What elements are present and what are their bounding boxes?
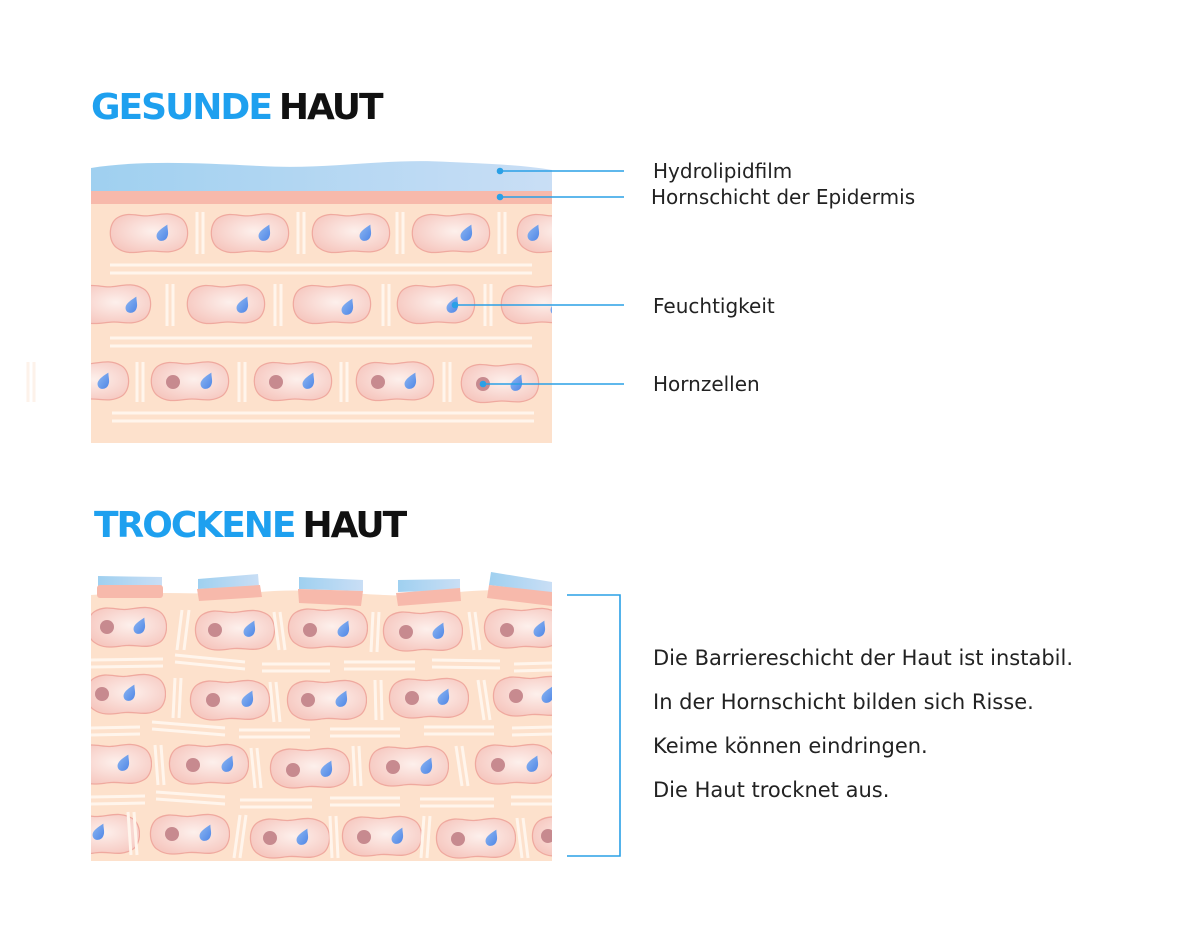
dry-title-dark: HAUT bbox=[302, 505, 408, 546]
label-hornschicht: Hornschicht der Epidermis bbox=[651, 185, 916, 209]
healthy-skin-illustration bbox=[91, 161, 552, 443]
healthy-title-dark: HAUT bbox=[278, 87, 384, 128]
stray-marks bbox=[26, 362, 36, 402]
dry-statement-1: Die Barriereschicht der Haut ist instabi… bbox=[653, 646, 1073, 670]
dry-skin-illustration bbox=[91, 572, 552, 861]
dry-title-accent: TROCKENE bbox=[94, 505, 297, 546]
label-feuchtigkeit: Feuchtigkeit bbox=[653, 294, 775, 318]
dry-statement-3: Keime können eindringen. bbox=[653, 734, 928, 758]
label-hornzellen: Hornzellen bbox=[653, 372, 760, 396]
label-hydrolipidfilm: Hydrolipidfilm bbox=[653, 159, 793, 183]
dry-statement-4: Die Haut trocknet aus. bbox=[653, 778, 890, 802]
healthy-title-accent: GESUNDE bbox=[91, 87, 273, 128]
healthy-callouts bbox=[451, 167, 624, 388]
dry-skin-bracket bbox=[567, 594, 621, 857]
dry-statement-2: In der Hornschicht bilden sich Risse. bbox=[653, 690, 1034, 714]
